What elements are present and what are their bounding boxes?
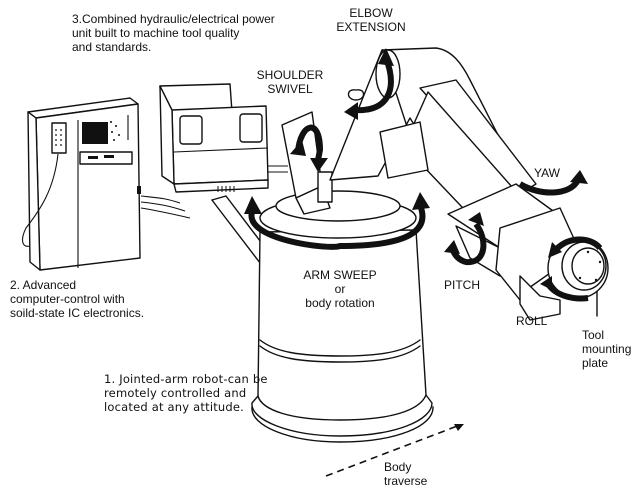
roll-label: ROLL	[516, 314, 548, 328]
robot-caption: 1. Jointed-arm robot-can be remotely con…	[104, 372, 268, 414]
shoulder-joint	[281, 111, 333, 215]
forearm	[379, 79, 561, 277]
elbow-extension-label: ELBOW EXTENSION	[336, 6, 406, 34]
cables	[140, 165, 288, 219]
controller-caption: 2. Advanced computer-control with soild-…	[10, 278, 145, 320]
arm-sweep-label: ARM SWEEP or body rotation	[303, 268, 377, 310]
body-traverse-arrow	[325, 424, 464, 477]
arm-sweep-arrow	[244, 192, 430, 250]
tool-mounting-plate-label: Tool mounting plate	[582, 328, 632, 370]
body-traverse-label: Body traverse	[384, 460, 428, 488]
control-cabinet	[21, 97, 141, 271]
robot-base	[251, 190, 434, 443]
pitch-arrow	[444, 212, 487, 266]
pitch-label: PITCH	[444, 278, 480, 292]
power-unit-caption: 3.Combined hydraulic/electrical power un…	[72, 12, 275, 54]
roll-arrow	[540, 236, 603, 302]
yaw-arrow	[518, 170, 588, 196]
yaw-label: YAW	[534, 166, 560, 180]
power-unit	[159, 83, 269, 193]
wrist	[495, 207, 609, 321]
shoulder-swivel-label: SHOULDER SWIVEL	[256, 68, 324, 96]
